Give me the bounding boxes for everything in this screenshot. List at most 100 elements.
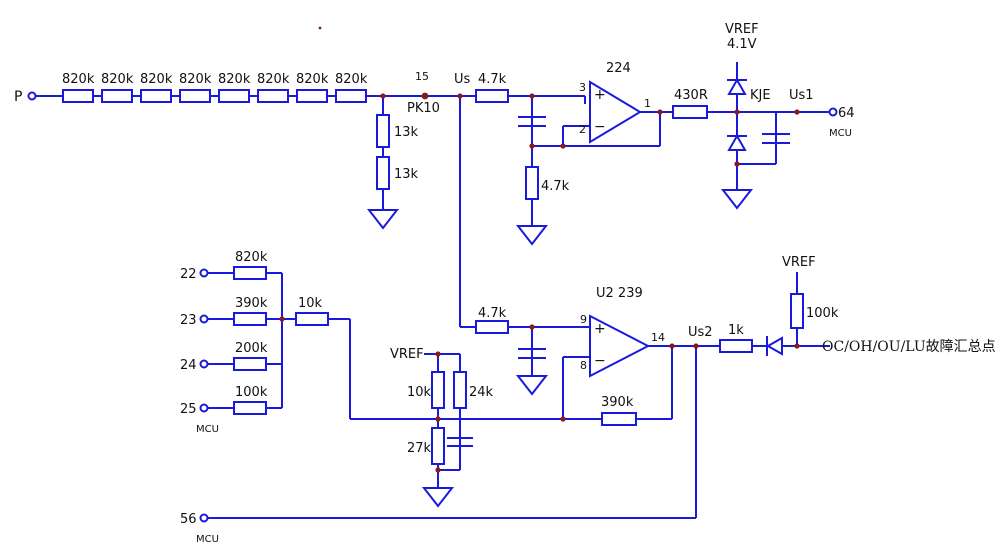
label-p-terminal: P [14,89,22,105]
label-r-in-2: 820k [101,72,134,87]
label-r-in-6: 820k [257,72,290,87]
label-vref-top-val: 4.1V [727,37,757,52]
label-r-100k: 100k [806,306,839,321]
capacitor-bottom [518,348,546,359]
label-r-in-1: 820k [62,72,95,87]
resistor-r-top-gnd [525,166,539,200]
label-r-fb: 390k [601,395,634,410]
terminal-p [27,91,37,101]
label-mcu-64: MCU [829,128,852,139]
label-op-bot-pin-plus: 9 [580,313,587,326]
resistor-r-top [475,89,509,103]
junction-dots [279,26,800,473]
ground-divider [366,209,400,230]
resistor-r-in-4 [179,89,211,103]
resistor-r-27k [431,427,445,465]
label-r-25: 100k [235,385,268,400]
label-r-in-8: 820k [335,72,368,87]
label-in-25: 25 [180,402,197,417]
resistor-r-in-7 [296,89,328,103]
resistor-r-25 [233,401,267,415]
resistor-r-in-8 [335,89,367,103]
resistor-r-in-2 [101,89,133,103]
label-us: Us [454,72,471,87]
diode-bottom [765,336,783,356]
resistor-r-div-1 [376,114,390,148]
label-op-top-pin-out: 1 [644,97,651,110]
resistor-r-in-1 [62,89,94,103]
label-fault: OC/OH/OU/LU故障汇总点 [822,339,996,355]
svg-text:−: − [594,353,606,369]
label-r-top: 4.7k [478,72,507,87]
label-r-in-7: 820k [296,72,329,87]
label-r-22: 820k [235,250,268,265]
resistor-r-sum [295,312,329,326]
ground-ladder [421,487,455,508]
label-op-bot-name: U2 239 [596,286,643,301]
label-vref-mid: VREF [390,347,424,362]
label-mcu-56: MCU [196,534,219,545]
label-r-in-4: 820k [179,72,212,87]
label-node-name: PK10 [407,101,440,116]
label-r-bot: 4.7k [478,306,507,321]
label-in-56: 56 [180,512,197,527]
diode-top-upper [727,77,747,95]
label-r-10k: 10k [407,385,432,400]
ground-top-gnd [515,225,549,246]
resistor-r-in-5 [218,89,250,103]
terminal-22 [199,268,209,278]
svg-text:+: + [594,87,606,103]
ground-diodes [720,189,754,210]
terminal-64 [828,107,838,117]
label-in-22: 22 [180,267,197,282]
resistor-r-22 [233,266,267,280]
label-r-24: 200k [235,341,268,356]
label-op-top-pin-plus: 3 [579,81,586,94]
terminal-25 [199,403,209,413]
capacitors [447,96,790,447]
svg-text:+: + [594,321,606,337]
terminal-23 [199,314,209,324]
label-r-sum: 10k [298,296,323,311]
label-op-bot-pin-out: 14 [651,331,665,344]
label-r-23: 390k [235,296,268,311]
label-r-1k: 1k [728,323,744,338]
resistor-r-100k [790,293,804,329]
label-r-top-gnd: 4.7k [541,179,570,194]
label-node-num: 15 [415,70,429,83]
resistors [62,89,804,465]
resistor-r-in-3 [140,89,172,103]
label-kje: KJE [750,88,771,103]
label-us1: Us1 [789,88,814,103]
label-r-in-5: 820k [218,72,251,87]
label-vref-bot: VREF [782,255,816,270]
svg-text:−: − [594,119,606,135]
terminal-24 [199,359,209,369]
label-r-div-1: 13k [394,125,419,140]
terminals [27,91,838,523]
diode-top-lower [727,133,747,151]
ground-cap-bottom [515,375,549,396]
resistor-r-out [672,105,708,119]
label-r-out: 430R [674,88,708,103]
label-op-top-pin-minus: 2 [579,123,586,136]
label-in-23: 23 [180,313,197,328]
opamp-top: + − [589,80,642,144]
resistor-r-fb [601,412,637,426]
label-r-24k: 24k [469,385,494,400]
label-r-in-3: 820k [140,72,173,87]
opamp-bottom: + − [589,314,651,378]
resistor-r-24k [453,371,467,409]
terminal-56 [199,513,209,523]
label-in-24: 24 [180,358,197,373]
label-op-bot-pin-minus: 8 [580,359,587,372]
resistor-r-10k [431,371,445,409]
capacitor-right [762,133,790,144]
label-pin-64: 64 [838,106,855,121]
label-r-27k: 27k [407,441,432,456]
label-us2: Us2 [688,325,713,340]
resistor-r-24 [233,357,267,371]
ground-symbols [366,189,754,508]
capacitor-top [518,96,546,127]
